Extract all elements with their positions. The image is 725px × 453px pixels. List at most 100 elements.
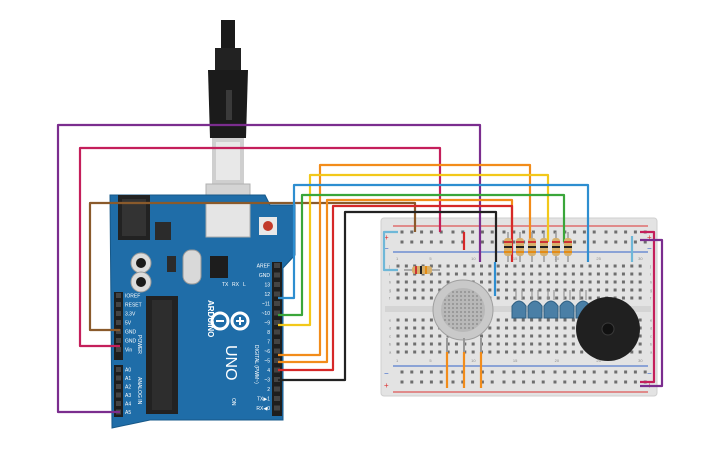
power-pin-socket[interactable]: [116, 302, 121, 307]
resistor[interactable]: [528, 232, 536, 262]
row-letter: f: [650, 296, 652, 301]
digital-pin-socket[interactable]: [274, 386, 280, 392]
led[interactable]: [511, 290, 527, 319]
gas-sensor[interactable]: [432, 279, 494, 352]
brand-label: ARDUINO: [206, 300, 215, 337]
analog-pin-label: A4: [125, 402, 131, 408]
row-letter: d: [650, 326, 652, 331]
power-pin-socket[interactable]: [116, 347, 121, 352]
rail-plus-top: +: [384, 233, 389, 242]
digital-pin-label: 2: [267, 387, 270, 393]
power-pin-label: 5V: [125, 321, 132, 327]
piezo-buzzer[interactable]: [576, 297, 640, 361]
analog-pin-socket[interactable]: [116, 401, 121, 406]
usb-port: [205, 202, 251, 238]
digital-pin-socket[interactable]: [274, 272, 280, 278]
arduino-logo: [210, 311, 250, 331]
resistor[interactable]: [552, 232, 560, 262]
power-pin-socket[interactable]: [116, 320, 121, 325]
wire-pink-right[interactable]: [640, 230, 656, 384]
resistor[interactable]: [516, 232, 524, 262]
wire-purple[interactable]: [56, 123, 482, 414]
digital-pin-socket[interactable]: [274, 329, 280, 335]
column-number: 20: [555, 358, 560, 363]
analog-pin-socket[interactable]: [116, 375, 121, 381]
resistor[interactable]: [540, 232, 548, 262]
led[interactable]: [559, 290, 575, 319]
digital-pin-socket[interactable]: [274, 367, 280, 373]
digital-pin-label: GND: [259, 273, 271, 279]
resistor[interactable]: [564, 232, 572, 262]
wire-yellow[interactable]: [278, 173, 550, 327]
wire-green[interactable]: [278, 193, 566, 317]
digital-pin-socket[interactable]: [274, 320, 280, 325]
led[interactable]: [543, 290, 559, 319]
power-pin-label: 3.3V: [125, 312, 136, 318]
digital-pin-socket[interactable]: [274, 405, 280, 411]
wire-blue[interactable]: [278, 183, 590, 300]
power-pin-label: GND: [125, 330, 137, 336]
digital-pin-socket[interactable]: [274, 263, 280, 268]
digital-pin-socket[interactable]: [274, 301, 280, 306]
analog-pin-label: A1: [125, 376, 131, 382]
digital-pin-label: ~5: [264, 359, 270, 365]
digital-pin-label: 8: [267, 330, 270, 336]
digital-pin-socket[interactable]: [274, 396, 280, 401]
row-letter: b: [650, 342, 653, 347]
analog-pin-socket[interactable]: [116, 384, 121, 389]
power-header-label: POWER: [136, 335, 142, 354]
power-header: [114, 292, 123, 360]
row-letter: b: [389, 342, 392, 347]
arduino-uno-board[interactable]: ARDUINO UNO DIGITAL (PWM~) ANALOG IN POW…: [109, 194, 296, 429]
wire-orange[interactable]: [278, 163, 532, 357]
column-number: 30: [638, 256, 643, 261]
resistor[interactable]: [504, 232, 512, 262]
analog-pin-socket[interactable]: [116, 392, 121, 398]
digital-pin-socket[interactable]: [274, 310, 280, 316]
digital-pin-label: AREF: [257, 264, 270, 270]
column-number: 25: [596, 256, 601, 261]
rail-minus-top: −: [384, 244, 389, 253]
power-pin-socket[interactable]: [116, 311, 121, 316]
row-letter: i: [650, 272, 651, 277]
digital-header-label: DIGITAL (PWM~): [253, 345, 259, 384]
l-label: L: [243, 282, 246, 288]
analog-header-label: ANALOG IN: [136, 377, 142, 405]
rail-minus-bottom-right: −: [647, 369, 652, 378]
digital-pin-label: ~9: [264, 321, 270, 327]
power-pin-socket[interactable]: [116, 293, 121, 298]
wire-red[interactable]: [278, 204, 514, 372]
column-number: 15: [513, 358, 518, 363]
digital-pin-socket[interactable]: [274, 339, 280, 344]
resistor-horizontal[interactable]: [404, 266, 440, 274]
digital-pin-socket[interactable]: [274, 348, 280, 354]
power-pin-label: RESET: [125, 303, 142, 309]
column-number: 1: [396, 256, 399, 261]
row-letter: e: [650, 318, 653, 323]
digital-pin-socket[interactable]: [274, 291, 280, 297]
wires: [56, 123, 664, 414]
power-pin-label: IOREF: [125, 294, 140, 300]
power-pin-socket[interactable]: [116, 338, 121, 343]
wire-black[interactable]: [278, 210, 498, 382]
power-pin-socket[interactable]: [116, 329, 121, 334]
row-letter: a: [650, 350, 653, 355]
column-number: 15: [513, 256, 518, 261]
digital-pin-socket[interactable]: [274, 377, 280, 382]
led[interactable]: [527, 290, 543, 319]
row-letter: h: [389, 280, 391, 285]
digital-pin-socket[interactable]: [274, 358, 280, 363]
column-number: 30: [638, 358, 643, 363]
digital-pin-label: 12: [264, 292, 270, 298]
column-number: 10: [471, 256, 476, 261]
wire-cyan[interactable]: [382, 230, 398, 272]
crystal-oscillator: [182, 249, 202, 285]
analog-pin-socket[interactable]: [116, 367, 121, 372]
analog-header: [114, 365, 123, 417]
digital-pin-socket[interactable]: [274, 282, 280, 287]
analog-pin-label: A3: [125, 393, 131, 399]
row-letter: j: [649, 264, 651, 269]
wire-purple-right[interactable]: [640, 238, 664, 388]
